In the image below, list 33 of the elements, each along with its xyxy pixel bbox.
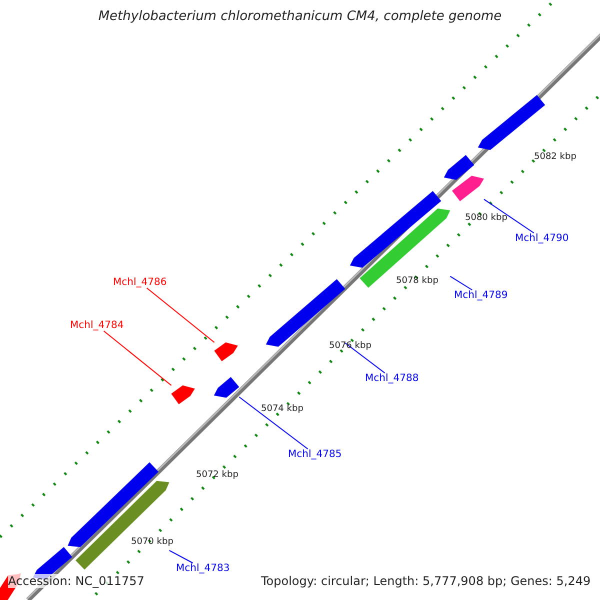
title: Methylobacterium chloromethanicum CM4, complete genome bbox=[97, 9, 503, 24]
accession-text: Accession: NC_011757 bbox=[8, 574, 144, 588]
leader-line bbox=[450, 276, 473, 290]
gene-segment bbox=[452, 176, 484, 202]
leader-line bbox=[238, 396, 308, 450]
leader-line bbox=[344, 342, 386, 374]
gene-segment bbox=[478, 95, 546, 150]
gene-label: Mchl_4789 bbox=[454, 290, 508, 301]
tick-label: 5070 kbp bbox=[131, 537, 174, 547]
tick-label: 5078 kbp bbox=[396, 276, 438, 286]
tick-label: 5080 kbp bbox=[465, 213, 508, 223]
gene-label: Mchl_4790 bbox=[515, 233, 569, 244]
genome-stats-text: Topology: circular; Length: 5,777,908 bp; Genes: 5,249 bbox=[261, 574, 591, 588]
gene-segment bbox=[214, 377, 240, 398]
gene-segment bbox=[171, 385, 195, 404]
leader-line bbox=[484, 198, 534, 234]
gene-label: Mchl_4784 bbox=[70, 320, 124, 331]
gene-label: Mchl_4785 bbox=[288, 449, 342, 460]
tick-label: 5074 kbp bbox=[261, 404, 304, 414]
tick-label: 5076 kbp bbox=[329, 341, 372, 351]
gene-label: Mchl_4788 bbox=[365, 373, 419, 384]
gene-label: Mchl_4786 bbox=[113, 277, 167, 288]
leader-line bbox=[168, 550, 194, 564]
gene-segment bbox=[444, 155, 474, 180]
gene-segment bbox=[350, 191, 442, 268]
gene-segment bbox=[214, 342, 238, 362]
gene-segment bbox=[360, 208, 450, 288]
tick-label: 5082 kbp bbox=[534, 152, 576, 162]
leader-line bbox=[103, 330, 172, 386]
gene-label: Mchl_4783 bbox=[176, 563, 230, 574]
tick-label: 5072 kbp bbox=[196, 470, 238, 480]
gene-segment bbox=[68, 462, 158, 548]
leader-line bbox=[146, 288, 215, 343]
